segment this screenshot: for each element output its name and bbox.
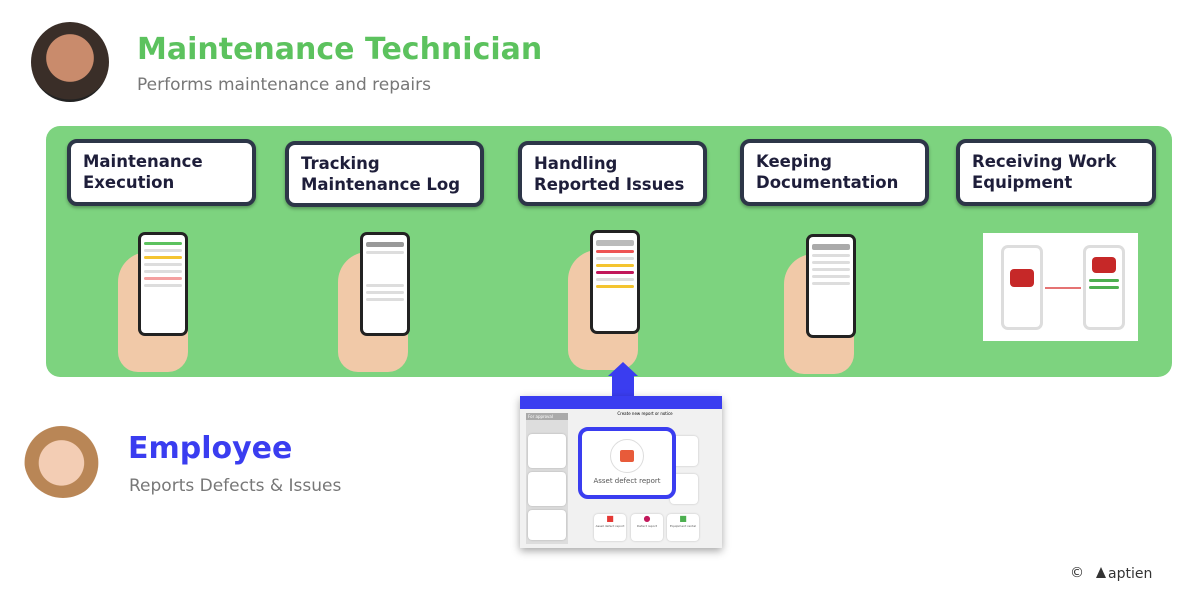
step-label: Maintenance Execution — [83, 152, 203, 192]
app-header: Create new report or notice — [617, 411, 673, 416]
app-screenshot: For approval Create new report or notice… — [520, 396, 722, 548]
arrow-up-icon — [608, 362, 638, 376]
highlight-label: Asset defect report — [593, 477, 661, 485]
list-item[interactable] — [528, 434, 566, 468]
highlighted-tile-asset-defect[interactable]: Asset defect report — [578, 427, 676, 499]
technician-subtitle: Performs maintenance and repairs — [137, 75, 432, 95]
step-label: Handling Reported Issues — [534, 154, 685, 194]
step-label: Keeping Documentation — [756, 152, 899, 192]
brand-logo: aptien — [1096, 566, 1152, 582]
arrow-right-icon — [1045, 287, 1081, 289]
technician-title: Maintenance Technician — [137, 32, 543, 67]
logo-mark-icon — [1096, 567, 1106, 578]
step-card-maintenance-execution[interactable]: Maintenance Execution — [67, 139, 256, 206]
step-card-receiving-equipment[interactable]: Receiving Work Equipment — [956, 139, 1156, 206]
technician-avatar — [31, 22, 109, 102]
employee-subtitle: Reports Defects & Issues — [129, 476, 342, 496]
step-label: Receiving Work Equipment — [972, 152, 1117, 192]
employee-title: Employee — [128, 431, 293, 466]
list-item[interactable] — [528, 472, 566, 506]
copyright-symbol: © — [1070, 565, 1084, 581]
tile-asset-defect-small[interactable]: ■Asset defect report — [594, 514, 626, 541]
tile-equipment-rental[interactable]: ■Equipment rental — [667, 514, 699, 541]
tile-defect-report[interactable]: ●Defect report — [631, 514, 663, 541]
step-card-tracking-log[interactable]: Tracking Maintenance Log — [285, 141, 484, 207]
step-label: Tracking Maintenance Log — [301, 154, 461, 194]
sidebar-title: For approval — [526, 413, 568, 420]
equipment-transfer-image — [983, 233, 1138, 341]
step-card-keeping-documentation[interactable]: Keeping Documentation — [740, 139, 929, 206]
employee-avatar — [24, 420, 102, 498]
asset-defect-icon — [610, 439, 644, 473]
step-card-handling-issues[interactable]: Handling Reported Issues — [518, 141, 707, 206]
list-item[interactable] — [528, 510, 566, 540]
